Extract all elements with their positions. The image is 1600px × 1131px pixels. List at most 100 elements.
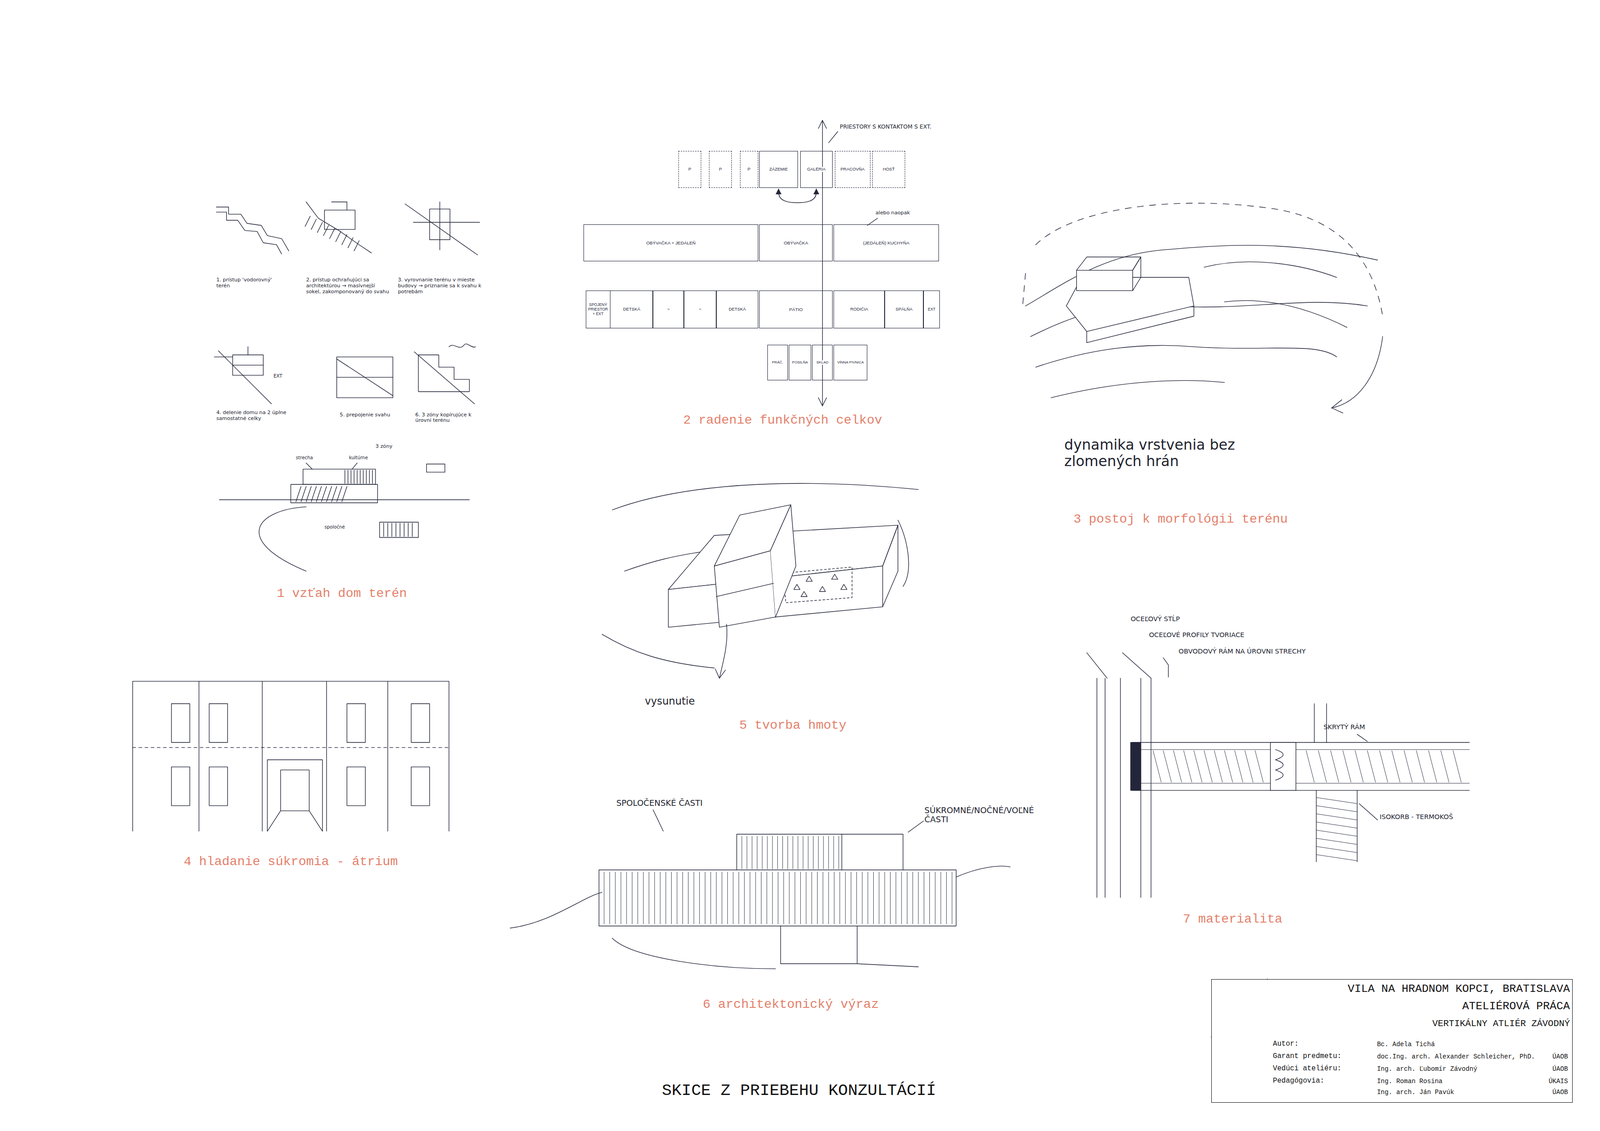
function-box: GALÉRIA bbox=[800, 151, 834, 188]
mass-outline bbox=[882, 525, 899, 608]
title-block-text: Autor: bbox=[1272, 1040, 1299, 1049]
cladding-line bbox=[884, 872, 886, 925]
cladding-line bbox=[805, 872, 807, 925]
handwritten-note: PRIESTORY S KONTAKTOM S EXT. bbox=[839, 123, 932, 131]
terrain-line bbox=[306, 202, 372, 254]
function-box: PRÁČ. bbox=[767, 344, 788, 381]
column-line bbox=[1150, 678, 1152, 898]
function-box: EXT bbox=[923, 290, 940, 329]
cladding-line bbox=[833, 872, 835, 925]
cladding-line bbox=[951, 872, 953, 925]
hatch-line bbox=[354, 240, 360, 251]
column-line bbox=[1096, 678, 1098, 898]
cladding-line bbox=[772, 872, 773, 925]
hatch-line bbox=[407, 523, 409, 537]
function-box: SPÁLŇA bbox=[884, 290, 924, 329]
function-box: PÁTIO bbox=[759, 290, 833, 329]
title-block-text: Pedagógovia: bbox=[1272, 1077, 1325, 1086]
hatch-line bbox=[1416, 750, 1425, 783]
cladding-line bbox=[676, 872, 678, 925]
function-box: P bbox=[708, 151, 732, 188]
cladding-line bbox=[727, 872, 728, 925]
hatch-line bbox=[1428, 750, 1437, 783]
hatch-line bbox=[1404, 750, 1413, 783]
hatch-line bbox=[1330, 750, 1340, 783]
box-label: OBÝVAČKA bbox=[783, 240, 808, 246]
function-box: ZÁZEMIE bbox=[759, 151, 798, 188]
title-block-text: ÚAOB bbox=[1552, 1053, 1569, 1061]
handwritten-note: alebo naopak bbox=[875, 210, 910, 217]
triangle-mark bbox=[840, 584, 847, 590]
cladding-line bbox=[604, 872, 605, 925]
box-label: P bbox=[688, 166, 692, 172]
box-label: POSILŇA bbox=[792, 360, 808, 365]
mass-outline bbox=[599, 870, 957, 927]
handwritten-note: OBVODOVÝ RÁM NA ÚROVNI STRECHY bbox=[1178, 647, 1306, 656]
cladding-line bbox=[878, 872, 880, 925]
cladding-line bbox=[782, 836, 783, 870]
cladding-line bbox=[912, 872, 913, 925]
cladding-line bbox=[789, 872, 790, 925]
cladding-line bbox=[867, 872, 869, 925]
function-box: POSILŇA bbox=[788, 344, 812, 381]
sketch-line bbox=[1086, 652, 1152, 679]
cladding-line bbox=[895, 872, 897, 925]
leader-line bbox=[908, 821, 924, 833]
cladding-line bbox=[766, 836, 768, 870]
cladding-line bbox=[839, 872, 840, 925]
facade-outline bbox=[132, 681, 449, 832]
box-label: GALÉRIA bbox=[807, 166, 826, 172]
cladding-line bbox=[682, 872, 683, 925]
window bbox=[209, 767, 228, 807]
hatch-line bbox=[372, 470, 373, 484]
cladding-line bbox=[940, 872, 942, 925]
hatch-line bbox=[1234, 750, 1243, 783]
facade-line bbox=[326, 681, 327, 832]
handwritten-note: EXT bbox=[273, 373, 282, 380]
leader-line bbox=[652, 810, 663, 832]
sketch-caption: 3 postoj k morfológii terénu bbox=[1073, 512, 1288, 527]
cladding-line bbox=[838, 836, 840, 870]
sketch-line bbox=[439, 202, 440, 251]
handwritten-note: 3. vyrovnanie terénu v mieste budovy → p… bbox=[397, 277, 482, 296]
cladding-line bbox=[738, 872, 740, 925]
window bbox=[411, 703, 430, 743]
slab-line bbox=[1141, 750, 1470, 784]
function-box: RODIČIA bbox=[833, 290, 885, 329]
handwritten-note: dynamika vrstvenia bez zlomených hrán bbox=[1064, 436, 1305, 470]
handwritten-note: OCEĽOVÝ STĹP bbox=[1130, 615, 1180, 624]
box-label: ~ bbox=[667, 307, 670, 313]
cladding-line bbox=[923, 872, 925, 925]
cladding-line bbox=[850, 872, 852, 925]
hatch-line bbox=[383, 523, 384, 537]
cladding-line bbox=[716, 872, 717, 925]
cladding-line bbox=[766, 872, 767, 925]
title-block-text: Bc. Adela Tichá bbox=[1376, 1041, 1435, 1049]
floor-line bbox=[132, 747, 449, 748]
cladding-line bbox=[861, 872, 863, 925]
hatch-line bbox=[336, 486, 342, 503]
box-label: DETSKÁ bbox=[623, 307, 641, 313]
contour-line bbox=[1224, 300, 1347, 328]
mass-outline bbox=[841, 834, 843, 871]
function-box: HOSŤ bbox=[872, 151, 906, 188]
house-outline bbox=[336, 357, 393, 398]
dashed-arc bbox=[1022, 273, 1026, 308]
function-box: (JEDÁLEŇ) KUCHYŇA bbox=[833, 224, 939, 262]
cladding-line bbox=[772, 836, 773, 870]
sketch-caption: 2 radenie funkčných celkov bbox=[683, 413, 883, 428]
title-block-text: ÚAOB bbox=[1552, 1089, 1569, 1097]
title-block-text: Ing. arch. Ľubomír Závodný bbox=[1376, 1065, 1478, 1074]
cladding-line bbox=[665, 872, 667, 925]
contour-line bbox=[1051, 380, 1225, 398]
hatch-line bbox=[296, 486, 302, 503]
cladding-line bbox=[813, 836, 814, 870]
title-block-text: Ing. Roman Rosina bbox=[1376, 1078, 1443, 1086]
cladding-line bbox=[856, 872, 857, 925]
function-box: ~ bbox=[683, 290, 717, 329]
hatch-line bbox=[331, 486, 337, 503]
function-box: DETSKÁ bbox=[716, 290, 759, 329]
cladding-line bbox=[660, 872, 661, 925]
contour-line bbox=[1035, 345, 1337, 368]
window bbox=[209, 703, 228, 743]
